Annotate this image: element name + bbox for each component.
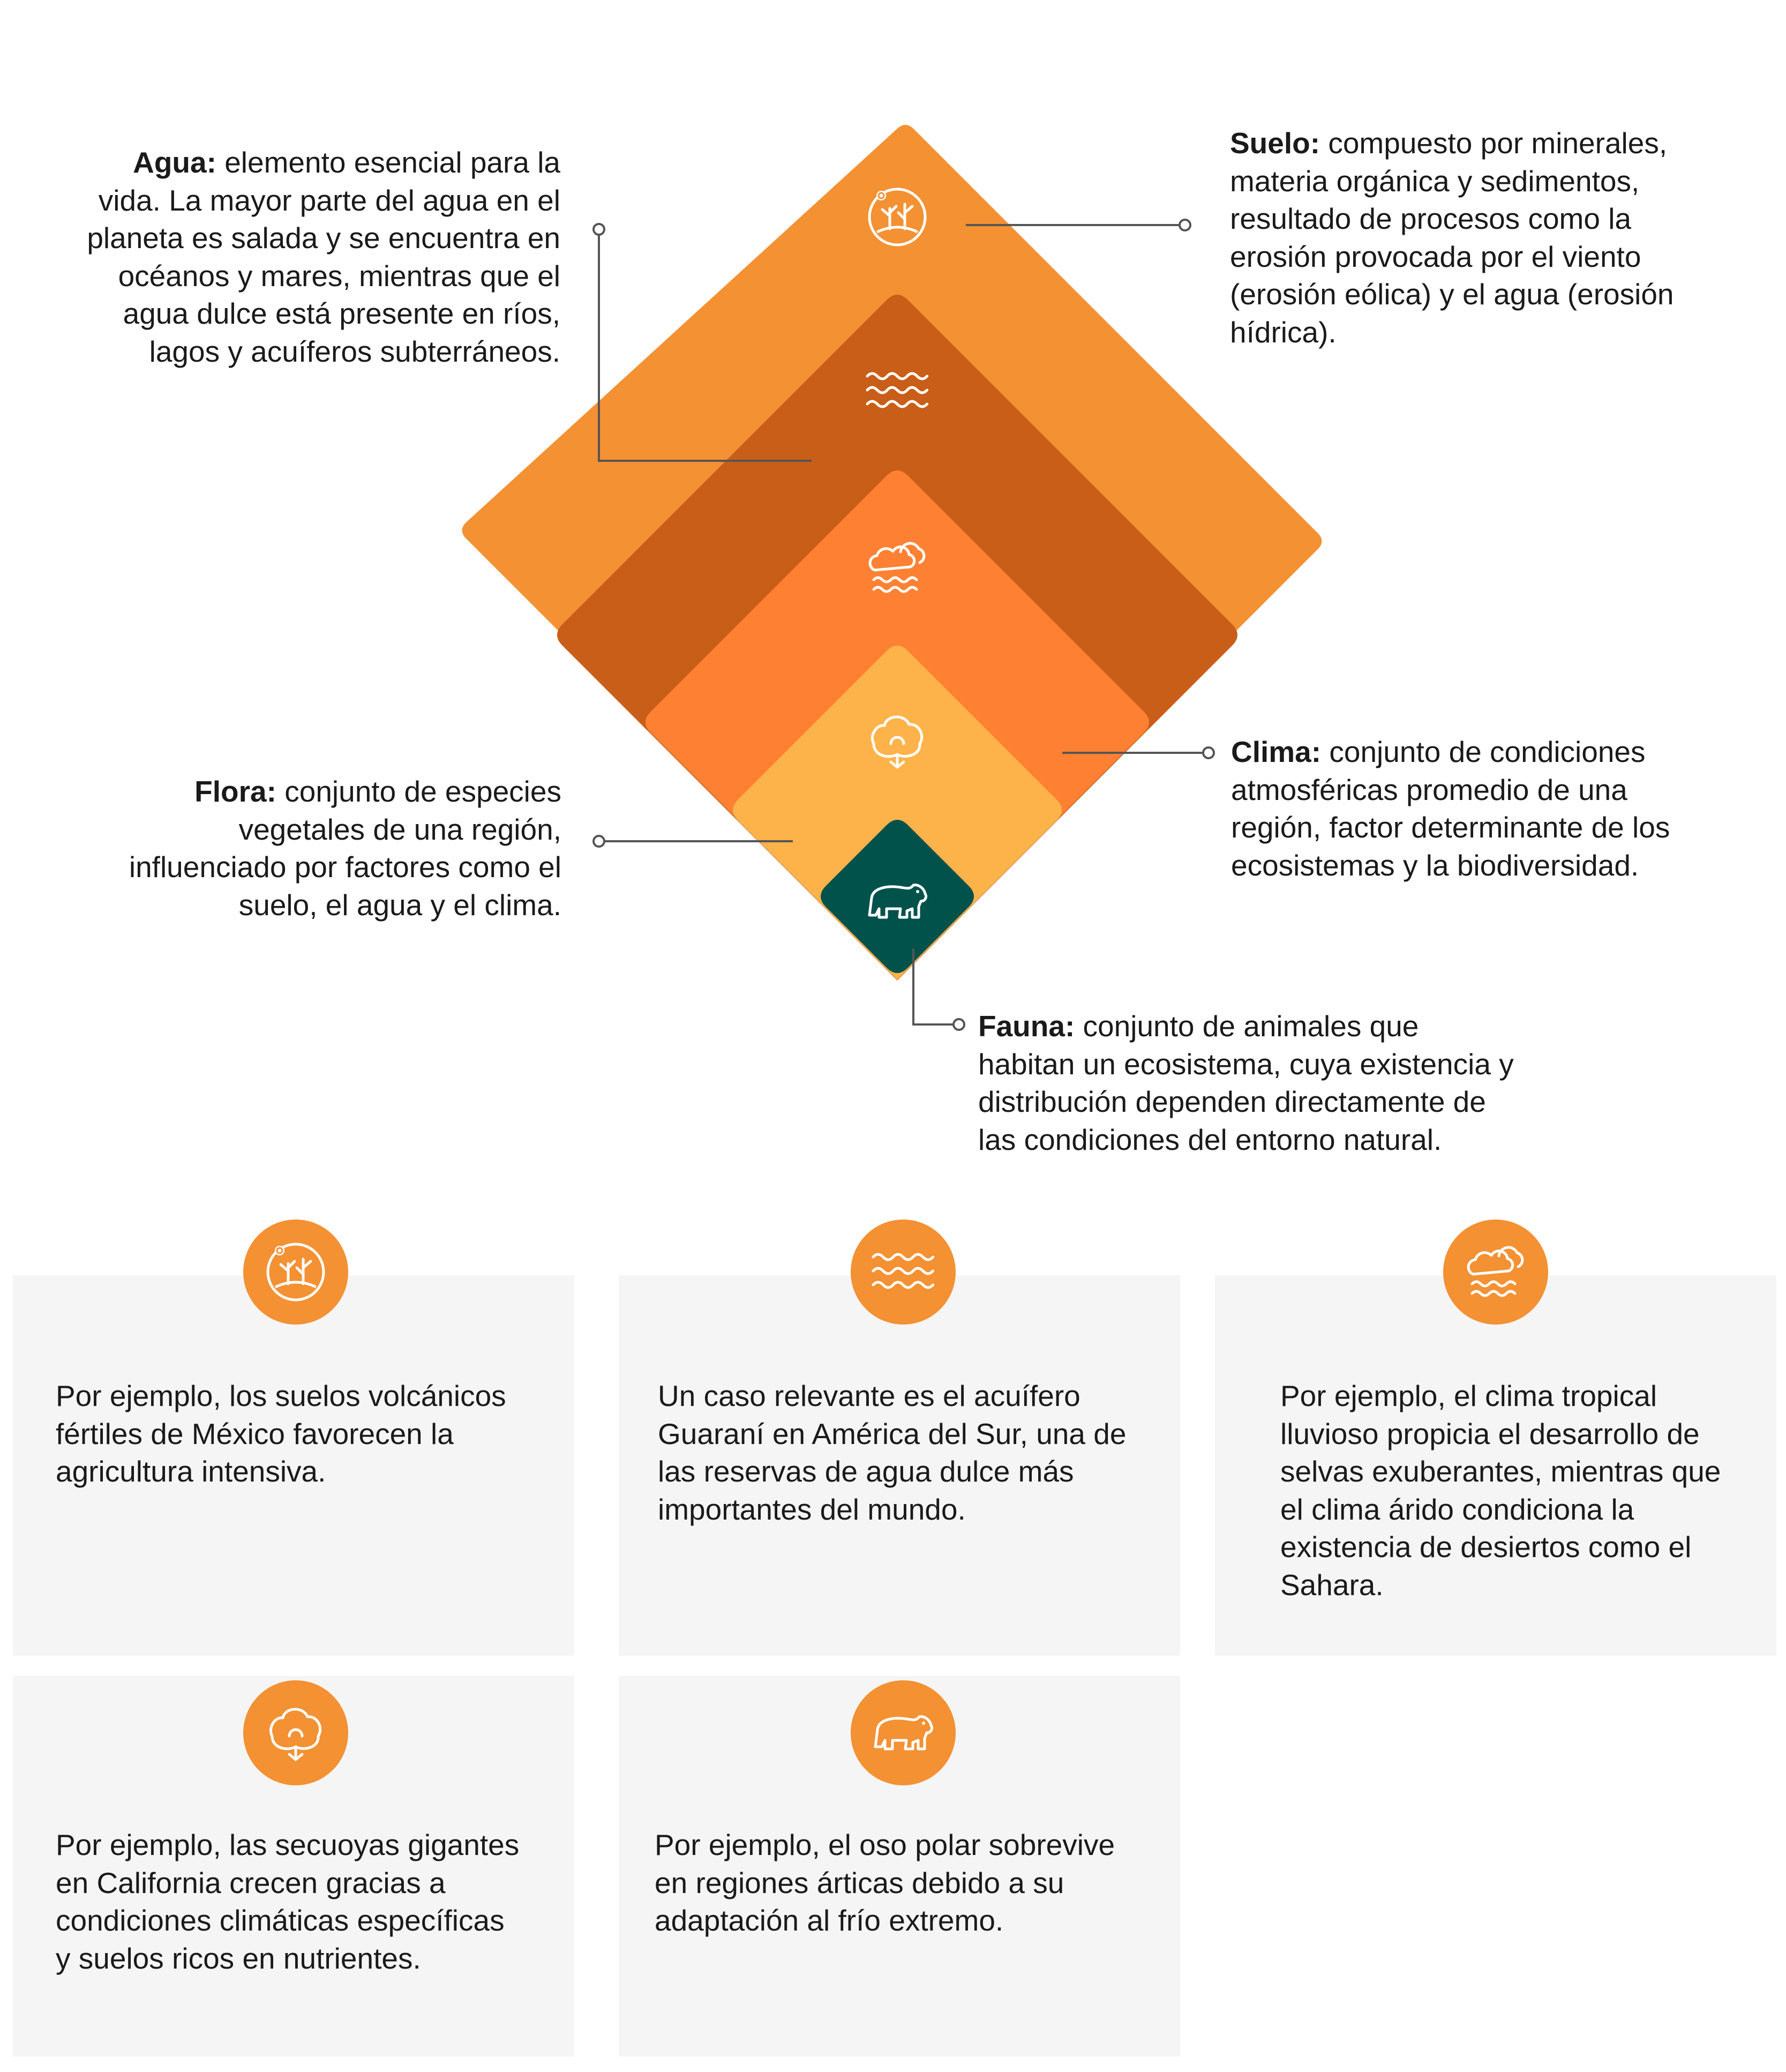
card-suelo-text: Por ejemplo, los suelos volcánicos férti… <box>56 1379 506 1488</box>
note-suelo-title: Suelo: <box>1230 126 1320 160</box>
layer-flora-shape <box>733 646 1062 980</box>
note-fauna: Fauna: conjunto de animales que habitan … <box>978 1007 1519 1158</box>
connector-suelo-dot <box>1179 219 1191 231</box>
card-agua <box>619 1275 1180 1656</box>
water-waves-icon <box>851 1220 956 1325</box>
note-flora: Flora: conjunto de especies vegetales de… <box>80 773 561 924</box>
card-suelo <box>13 1275 574 1656</box>
ecosystem-diamond-diagram <box>462 125 1322 1031</box>
note-suelo: Suelo: compuesto por minerales, materia … <box>1230 124 1712 351</box>
connector-agua <box>598 229 812 462</box>
note-flora-title: Flora: <box>194 775 276 808</box>
note-fauna-text: conjunto de animales que habitan un ecos… <box>978 1009 1514 1156</box>
cloud-climate-icon <box>1443 1220 1548 1325</box>
layer-fauna-shape <box>821 820 974 973</box>
card-flora-text: Por ejemplo, las secuoyas gigantes en Ca… <box>56 1828 520 1975</box>
note-agua-title: Agua: <box>133 146 216 179</box>
connector-agua-dot <box>592 223 605 236</box>
note-clima: Clima: conjunto de condiciones atmosféri… <box>1231 733 1719 884</box>
note-agua-text: elemento esencial para la vida. La mayor… <box>87 146 560 368</box>
card-clima <box>1215 1275 1776 1656</box>
note-flora-text: conjunto de especies vegetales de una re… <box>129 775 561 922</box>
connector-lines <box>592 219 1215 1031</box>
polar-bear-icon <box>851 1680 956 1785</box>
card-agua-text: Un caso relevante es el acuífero Guaraní… <box>658 1379 1127 1526</box>
note-fauna-title: Fauna: <box>978 1009 1075 1043</box>
connector-fauna <box>912 948 958 1026</box>
note-suelo-text: compuesto por minerales, materia orgánic… <box>1230 126 1674 349</box>
soil-icon <box>243 1220 348 1325</box>
card-clima-text: Por ejemplo, el clima tropical lluvioso … <box>1280 1379 1721 1602</box>
note-clima-title: Clima: <box>1231 735 1322 768</box>
tree-icon <box>243 1680 348 1785</box>
card-fauna-text: Por ejemplo, el oso polar sobrevive en r… <box>655 1828 1115 1937</box>
connector-fauna-dot <box>952 1018 965 1031</box>
note-clima-text: conjunto de condiciones atmosféricas pro… <box>1231 735 1670 882</box>
connector-flora-dot <box>592 835 605 848</box>
note-agua: Agua: elemento esencial para la vida. La… <box>63 144 560 370</box>
connector-clima-dot <box>1202 746 1215 759</box>
